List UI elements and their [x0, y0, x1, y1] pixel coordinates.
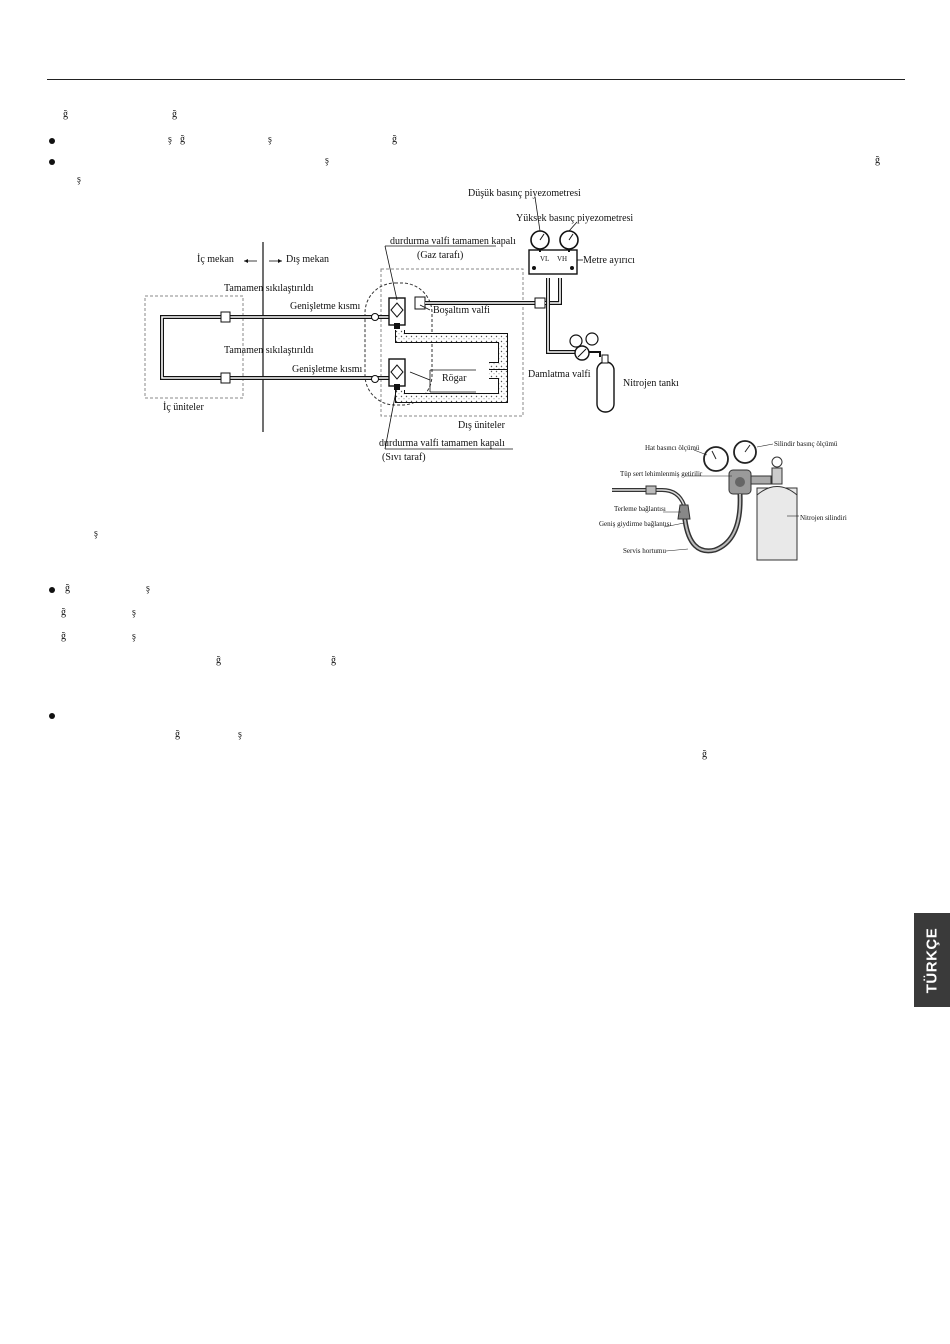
- text-fragment: ş: [77, 174, 81, 185]
- label-sweat-connection: Terleme bağlantısı: [614, 505, 666, 513]
- nitrogen-tank: [596, 361, 615, 413]
- label-flare-connection: Geniş giydirme bağlantısı: [599, 520, 671, 528]
- label-flare: Genişletme kısmı: [290, 301, 360, 312]
- flare-joint: [371, 313, 379, 321]
- valve-group-outline: [364, 282, 433, 406]
- label-high-pressure-gauge: Yüksek basınç piyezometresi: [516, 213, 633, 224]
- hose-coupling: [534, 297, 546, 309]
- label-low-pressure-gauge: Düşük basınç piyezometresi: [468, 188, 581, 199]
- nitrogen-setup-illustration: Hat basıncı ölçümü Silindir basınç ölçüm…: [599, 434, 847, 561]
- text-fragment: ş: [132, 631, 136, 642]
- label-indoor-side: İç mekan: [197, 253, 234, 265]
- outdoor-unit-box: [380, 268, 524, 417]
- svg-text:VL: VL: [540, 255, 549, 263]
- flare-nut: [220, 311, 231, 323]
- bullet-dot: [49, 138, 55, 144]
- label-tightened: Tamamen sıkılaştırıldı: [224, 345, 314, 356]
- label-stop-valve-liquid: durdurma valfi tamamen kapalı: [379, 438, 505, 449]
- svg-text:VH: VH: [557, 255, 567, 263]
- label-liquid-side: (Sıvı taraf): [382, 452, 426, 463]
- bullet-dot: [49, 587, 55, 593]
- text-fragment: ş: [132, 607, 136, 618]
- label-stop-valve-gas: durdurma valfi tamamen kapalı: [390, 236, 516, 247]
- text-fragment: ğ: [61, 607, 66, 618]
- label-tightened: Tamamen sıkılaştırıldı: [224, 283, 314, 294]
- label-service-hose: Servis hortumu: [623, 547, 666, 555]
- language-tab: TÜRKÇE: [914, 913, 950, 1007]
- text-fragment: ğ: [172, 109, 177, 120]
- label-nitrogen-cylinder: Nitrojen silindiri: [800, 514, 847, 522]
- text-fragment: ğ: [63, 109, 68, 120]
- text-fragment: ğ: [392, 134, 397, 145]
- text-fragment: ş: [168, 134, 172, 145]
- nitrogen-cylinder: [756, 487, 798, 561]
- text-fragment: ğ: [702, 749, 707, 760]
- text-fragment: ğ: [175, 729, 180, 740]
- text-fragment: ş: [238, 729, 242, 740]
- text-fragment: ş: [325, 155, 329, 166]
- text-fragment: ş: [94, 528, 98, 539]
- label-tube-brazed: Tüp sert lehimlenmiş getirilir: [620, 470, 703, 478]
- label-outdoor-side: Dış mekan: [286, 254, 329, 265]
- label-cylinder-pressure: Silindir basınç ölçümü: [774, 440, 838, 448]
- text-fragment: ğ: [61, 631, 66, 642]
- label-drip-valve: Damlatma valfi: [528, 369, 591, 380]
- flare-nut: [220, 372, 231, 384]
- text-fragment: ş: [268, 134, 272, 145]
- header-rule: [47, 79, 905, 80]
- label-gas-side: (Gaz tarafı): [417, 250, 463, 261]
- label-manifold: Metre ayırıcı: [583, 255, 635, 266]
- label-outdoor-units: Dış üniteler: [458, 420, 506, 431]
- text-fragment: ğ: [331, 655, 336, 666]
- label-line-pressure: Hat basıncı ölçümü: [645, 444, 700, 452]
- text-fragment: ğ: [65, 583, 70, 594]
- text-fragment: ğ: [216, 655, 221, 666]
- bullet-dot: [49, 159, 55, 165]
- bullet-dot: [49, 713, 55, 719]
- label-drain-valve: Boşaltım valfi: [433, 305, 490, 316]
- drain-valve: [414, 296, 426, 310]
- label-flare: Genişletme kısmı: [292, 364, 362, 375]
- text-fragment: ğ: [875, 155, 880, 166]
- manifold-body: [528, 249, 578, 275]
- label-rogar: Rögar: [442, 373, 467, 384]
- text-fragment: ğ: [180, 134, 185, 145]
- text-fragment: ş: [146, 583, 150, 594]
- label-indoor-units: İç üniteler: [163, 401, 204, 413]
- language-tab-label: TÜRKÇE: [923, 927, 941, 993]
- label-nitrogen-tank: Nitrojen tankı: [623, 378, 679, 389]
- flare-joint: [371, 375, 379, 383]
- indoor-loop-pipe: [160, 315, 228, 380]
